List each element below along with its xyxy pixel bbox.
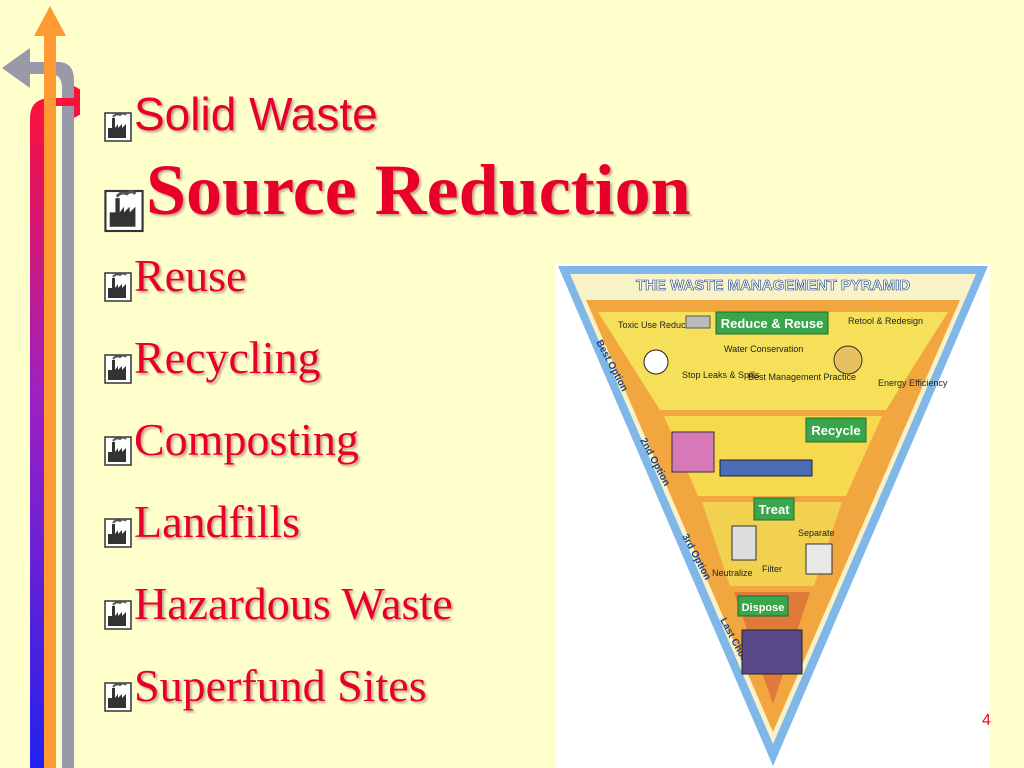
bullet-label: Reuse xyxy=(134,249,247,301)
bullet-label: Hazardous Waste xyxy=(134,577,453,629)
caption-filter: Filter xyxy=(762,564,782,574)
tier-label-dispose: Dispose xyxy=(742,602,785,614)
factory-bullet-icon xyxy=(104,670,132,712)
caption-water: Water Conservation xyxy=(724,344,803,354)
factory-bullet-icon xyxy=(104,99,132,142)
bullet-label: Superfund Sites xyxy=(134,659,427,711)
worker-icon xyxy=(833,345,863,375)
waste-management-pyramid-image: THE WASTE MANAGEMENT PYRAMID Reduce & Re… xyxy=(556,264,990,768)
tier-label-reduce-reuse: Reduce & Reuse xyxy=(721,316,824,331)
bullet-item: Landfills xyxy=(104,480,691,562)
cart-icon xyxy=(671,431,715,473)
bullet-item: Composting xyxy=(104,398,691,480)
bullet-item: Solid Waste xyxy=(104,82,691,146)
slide-number: 4 xyxy=(982,712,991,729)
gray-arrow-icon xyxy=(2,48,74,768)
factory-bullet-icon xyxy=(104,506,132,548)
orange-arrow-icon xyxy=(34,6,66,768)
tanks-icon xyxy=(731,525,757,561)
tier-label-recycle: Recycle xyxy=(811,423,860,438)
factory-bullet-icon xyxy=(104,424,132,466)
decorative-arrow-bar xyxy=(2,6,80,768)
bullet-item: Superfund Sites xyxy=(104,644,691,726)
tier-label-treat: Treat xyxy=(758,502,790,517)
bullet-label: Landfills xyxy=(134,495,301,547)
barrel-icon xyxy=(805,543,833,575)
factory-bullet-icon xyxy=(104,168,144,233)
caption-separate: Separate xyxy=(798,528,835,538)
factory-bullet-icon xyxy=(104,260,132,302)
factory-bullet-icon xyxy=(104,588,132,630)
bullet-item: Hazardous Waste xyxy=(104,562,691,644)
caption-leaks: Stop Leaks & Spills xyxy=(682,370,760,380)
bullet-item: Source Reduction xyxy=(104,146,691,234)
bullet-item: Reuse xyxy=(104,234,691,316)
faucet-icon xyxy=(685,315,711,329)
bullet-label: Composting xyxy=(134,413,359,465)
landfill-icon xyxy=(741,629,803,675)
bullet-item: Recycling xyxy=(104,316,691,398)
bullet-label: Recycling xyxy=(134,331,321,383)
factory-bullet-icon xyxy=(104,342,132,384)
caption-retool: Retool & Redesign xyxy=(848,316,923,326)
pyramid-title: THE WASTE MANAGEMENT PYRAMID xyxy=(636,277,910,294)
skull-icon xyxy=(643,349,669,375)
caption-toxic: Toxic Use Reduction xyxy=(618,320,700,330)
caption-bmp: Best Management Practice xyxy=(748,372,856,382)
conveyor-icon xyxy=(719,459,813,477)
bullet-label: Solid Waste xyxy=(134,88,378,140)
caption-neutralize: Neutralize xyxy=(712,568,753,578)
caption-energy: Energy Efficiency xyxy=(878,378,948,388)
bullet-label: Source Reduction xyxy=(146,149,691,230)
red-arrow-icon xyxy=(30,86,80,768)
